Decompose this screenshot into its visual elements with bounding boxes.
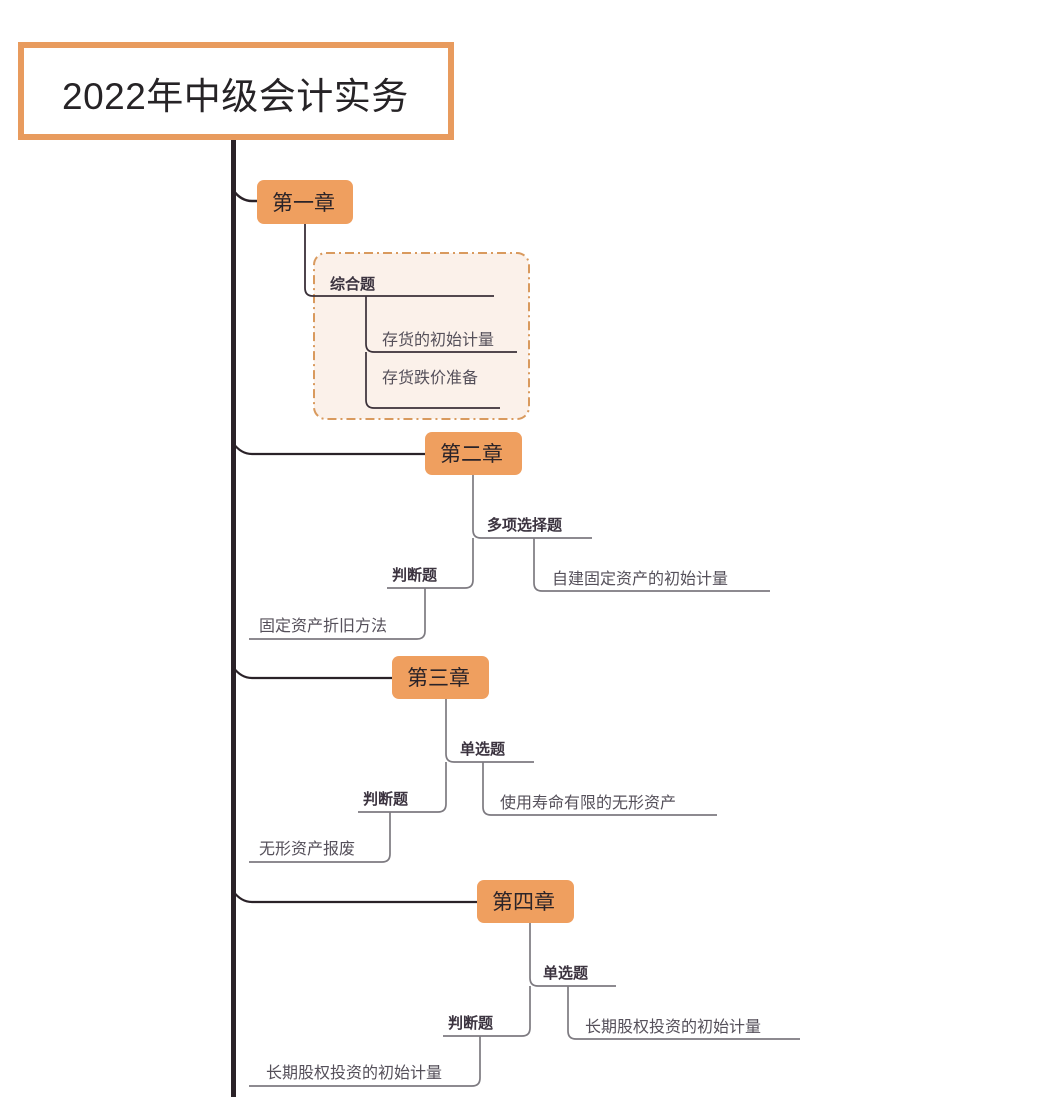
- leaf-label-lt-equity-initial-right: 长期股权投资的初始计量: [585, 1018, 761, 1036]
- leaf-label-intangible-scrap: 无形资产报废: [259, 840, 355, 858]
- chapter-4-leaf-1-line: [567, 986, 800, 1040]
- chapter-3-group: 第三章 单选题 使用寿命有限的无形资产 判断题 无形资产报废: [232, 656, 717, 863]
- leaf-label-depreciation-method: 固定资产折旧方法: [259, 617, 387, 635]
- chapter-1-label: 第一章: [272, 192, 335, 215]
- chapter-4-box[interactable]: [477, 880, 574, 923]
- branch-label-true-false-c4: 判断题: [448, 1014, 494, 1032]
- chapter-4-label: 第四章: [492, 891, 555, 914]
- chapter-1-box[interactable]: [257, 180, 353, 224]
- chapter-3-leaf-1-line: [482, 762, 717, 816]
- chapter-2-group: 第二章 多项选择题 自建固定资产的初始计量 判断题 固定资产折旧方法: [232, 432, 770, 640]
- root-node-box: [18, 42, 454, 140]
- leaf-label-finite-life-intangible: 使用寿命有限的无形资产: [500, 794, 676, 812]
- chapter-4-group: 第四章 单选题 长期股权投资的初始计量 判断题 长期股权投资的初始计量: [232, 880, 800, 1087]
- chapter-3-branch-2-line: [358, 762, 447, 813]
- leaf-label-inventory-initial: 存货的初始计量: [382, 331, 494, 349]
- chapter-4-connector: [232, 890, 477, 904]
- chapter-3-connector: [232, 666, 392, 680]
- chapter-1-to-branch-line: [304, 224, 494, 297]
- chapter-4-leaf-2-line: [249, 1036, 481, 1087]
- chapter-1-group: 第一章 综合题 存货的初始计量 存货跌价准备: [232, 180, 530, 420]
- branch-label-single-choice-c3: 单选题: [460, 740, 506, 758]
- chapter-1-group-box: [313, 252, 530, 420]
- root-node-label: 2022年中级会计实务: [62, 76, 409, 117]
- branch-label-true-false-c2: 判断题: [392, 566, 438, 584]
- chapter-2-connector: [232, 442, 425, 456]
- chapter-2-box[interactable]: [425, 432, 522, 475]
- chapter-3-leaf-2-line: [249, 812, 391, 863]
- branch-label-multiple-choice-c2: 多项选择题: [487, 516, 563, 534]
- leaf-label-inventory-impairment: 存货跌价准备: [382, 369, 478, 387]
- branch-label-comprehensive: 综合题: [330, 275, 376, 293]
- branch-label-true-false-c3: 判断题: [363, 790, 409, 808]
- leaf-label-self-built-fixed-asset: 自建固定资产的初始计量: [552, 570, 728, 588]
- chapter-2-label: 第二章: [440, 443, 503, 466]
- chapter-3-branch-1-line: [445, 699, 534, 763]
- chapter-2-leaf-1-line: [533, 538, 770, 592]
- chapter-2-branch-1-line: [472, 475, 592, 539]
- chapter-3-box[interactable]: [392, 656, 489, 699]
- chapter-1-leaf-1-line: [365, 296, 517, 353]
- root-node[interactable]: 2022年中级会计实务: [18, 42, 454, 140]
- chapter-1-connector: [232, 189, 257, 203]
- chapter-4-branch-1-line: [529, 923, 616, 987]
- chapter-4-branch-2-line: [443, 986, 531, 1037]
- chapter-3-label: 第三章: [407, 667, 470, 690]
- chapter-2-branch-2-line: [387, 538, 474, 589]
- chapter-1-leaf-2-line: [365, 352, 500, 409]
- chapter-2-leaf-2-line: [249, 588, 426, 640]
- leaf-label-lt-equity-initial-left: 长期股权投资的初始计量: [266, 1064, 442, 1082]
- branch-label-single-choice-c4: 单选题: [543, 964, 589, 982]
